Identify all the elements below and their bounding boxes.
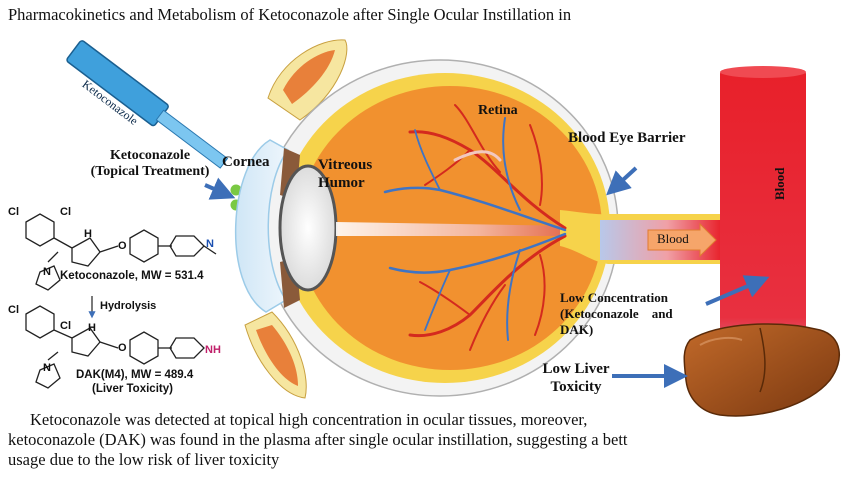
topical-treatment-line2: (Topical Treatment) [90, 164, 210, 179]
atom-o-2: O [118, 342, 127, 354]
low-liver-line1: Low Liver [542, 361, 610, 377]
blood-vertical-label: Blood [772, 167, 787, 200]
cornea-label: Cornea [222, 154, 270, 170]
atom-h-1: H [84, 228, 92, 240]
atom-h-2: H [88, 322, 96, 334]
caption: Ketoconazole was detected at topical hig… [8, 410, 858, 470]
atom-n-3: N [43, 362, 51, 374]
dropper [66, 40, 229, 169]
ketoconazole-mw: Ketoconazole, MW = 531.4 [60, 270, 204, 282]
topical-treatment-label: Ketoconazole (Topical Treatment) [62, 148, 238, 180]
dak-structure [25, 305, 205, 389]
cornea [234, 139, 290, 313]
blood-flow-arrow [647, 222, 717, 258]
caption-line3: usage due to the low risk of liver toxic… [8, 450, 280, 469]
low-concentration-line1: Low Concentration [560, 290, 668, 305]
hydrolysis-label: Hydrolysis [100, 300, 157, 312]
dak-mw: DAK(M4), MW = 489.4 [76, 369, 194, 381]
low-concentration-line3: DAK) [560, 322, 594, 337]
blood-vessel-vertical [720, 70, 806, 400]
atom-cl-2: Cl [60, 206, 71, 218]
vitreous-line1: Vitreous [318, 157, 373, 173]
liver-illustration [683, 323, 840, 417]
atom-n-2: N [43, 266, 51, 278]
optic-axis [336, 222, 575, 236]
low-liver-line2: Toxicity [550, 379, 602, 395]
annotation-arrows [204, 166, 770, 388]
atom-nh: NH [205, 344, 221, 356]
blood-horizontal-label: Blood [657, 231, 689, 246]
blood-eye-barrier-label: Blood Eye Barrier [568, 130, 686, 146]
figure-title: Pharmacokinetics and Metabolism of Ketoc… [8, 5, 572, 24]
low-liver-toxicity-label: Low Liver Toxicity [528, 360, 624, 396]
vitreous-humor-label: Vitreous Humor [318, 156, 372, 192]
atom-o-1: O [118, 240, 127, 252]
upper-eyelid [267, 39, 348, 121]
atom-cl-3: Cl [8, 304, 19, 316]
caption-line1: Ketoconazole was detected at topical hig… [30, 410, 588, 429]
lower-eyelid [244, 311, 307, 399]
ketoconazole-structure [25, 213, 217, 291]
atom-cl-1: Cl [8, 206, 19, 218]
topical-treatment-line1: Ketoconazole [109, 148, 191, 163]
vitreous-line2: Humor [318, 175, 365, 191]
retina-vessels [383, 104, 567, 351]
low-concentration-label: Low Concentration (Ketoconazole and DAK) [560, 290, 673, 338]
atom-n-1: N [206, 238, 214, 250]
dak-liver-toxicity: (Liver Toxicity) [92, 383, 173, 395]
vessel-top [720, 66, 806, 78]
caption-line2: ketoconazole (DAK) was found in the plas… [8, 430, 628, 449]
retina-label: Retina [478, 103, 518, 118]
low-concentration-line2: (Ketoconazole and [560, 306, 673, 321]
atom-cl-4: Cl [60, 320, 71, 332]
